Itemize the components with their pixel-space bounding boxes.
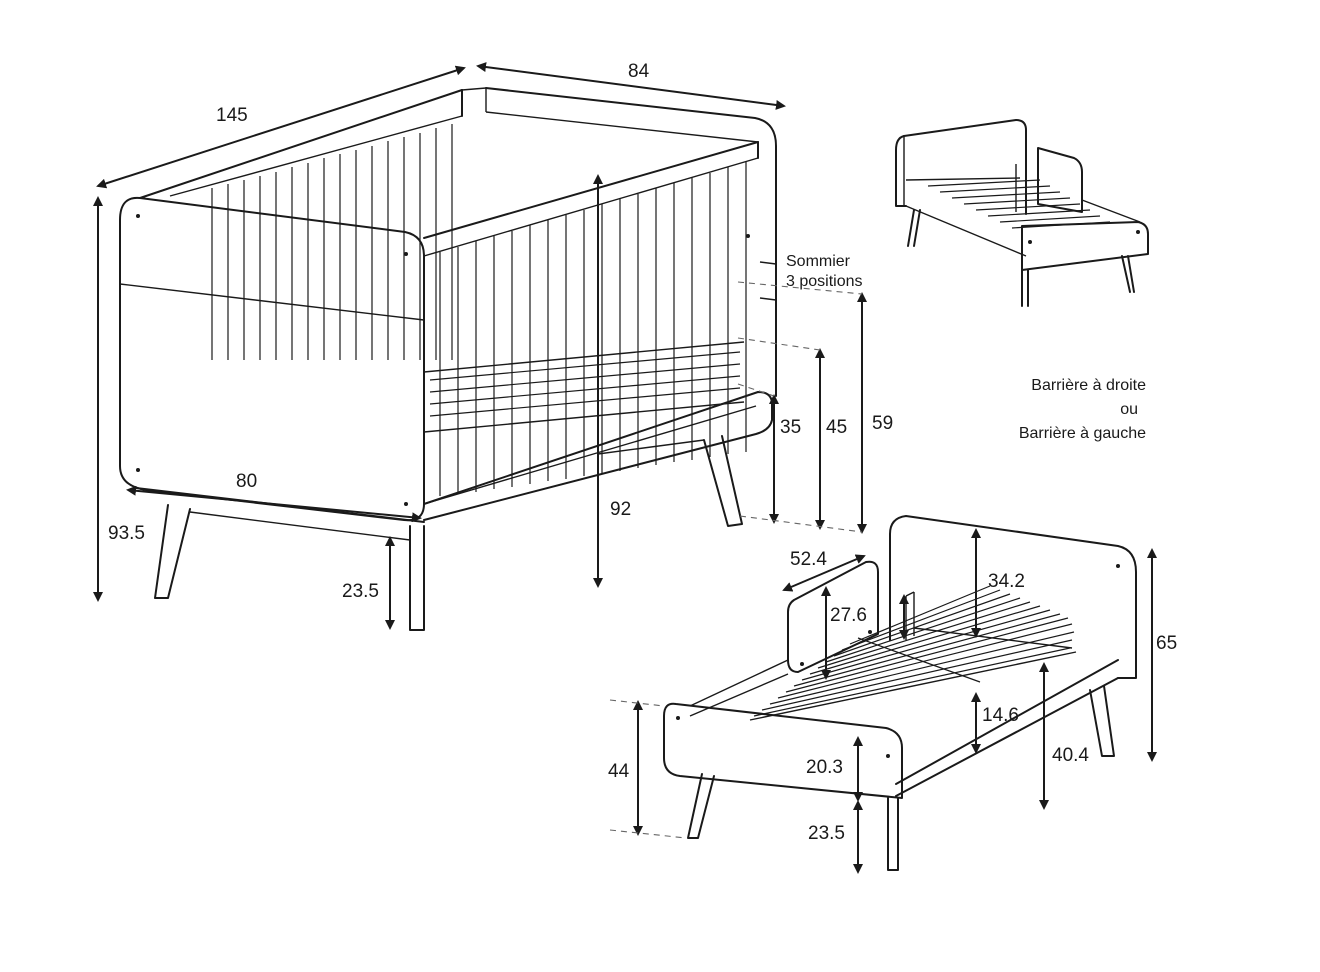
bed-side-height-label: 14.6 (982, 705, 1019, 726)
large-bed-drawing (663, 515, 1137, 871)
small-bed-drawing (895, 119, 1149, 307)
bed-note-line-3: Barrière à gauche (1018, 425, 1146, 442)
crib-leg-height-label: 23.5 (342, 581, 379, 602)
crib-depth-label: 84 (628, 61, 650, 82)
bed-panel-height-label: 20.3 (806, 757, 843, 778)
crib-back-slats (211, 124, 453, 360)
crib-back-panel (485, 87, 777, 397)
bed-total-height-label: 65 (1156, 633, 1178, 654)
crib-note-line-2: 3 positions (786, 273, 863, 290)
crib-height-label: 93.5 (108, 523, 145, 544)
crib-base-45-label: 45 (826, 417, 848, 438)
bed-frame-height-label: 40.4 (1052, 745, 1089, 766)
crib-inner-width-label: 80 (236, 471, 258, 492)
bed-headboard (889, 515, 1137, 679)
crib-front-slats (439, 162, 747, 496)
crib-slat-height-label: 92 (610, 499, 632, 520)
crib-leg (703, 435, 743, 527)
crib-front-panel (119, 196, 425, 522)
bed-barrier (787, 560, 879, 673)
bed-leg (687, 773, 715, 839)
bed-leg (887, 797, 899, 871)
crib-base-35-label: 35 (780, 417, 802, 438)
crib-note-line-1: Sommier (786, 253, 851, 270)
bed-note-line-2: ou (1120, 401, 1138, 418)
bed-note-line-1: Barrière à droite (1031, 377, 1146, 394)
bed-barrier-note: Barrière à droite ou Barrière à gauche (1000, 374, 1146, 446)
crib-leg (409, 525, 425, 631)
bed-rail-length-label: 52.4 (790, 549, 827, 570)
crib-leg (154, 504, 191, 599)
crib-drawing (119, 87, 777, 631)
bed-rail-height-label: 27.6 (830, 605, 867, 626)
bed-footboard (663, 702, 903, 799)
crib-note: Sommier 3 positions (786, 252, 863, 292)
crib-base-59-label: 59 (872, 413, 894, 434)
bed-head-above-label: 34.2 (988, 571, 1025, 592)
dimension-lines (93, 62, 1157, 874)
crib-length-label: 145 (216, 105, 248, 126)
bed-end-height-label: 44 (608, 761, 630, 782)
bed-leg-height-label: 23.5 (808, 823, 845, 844)
bed-leg (1089, 685, 1115, 757)
